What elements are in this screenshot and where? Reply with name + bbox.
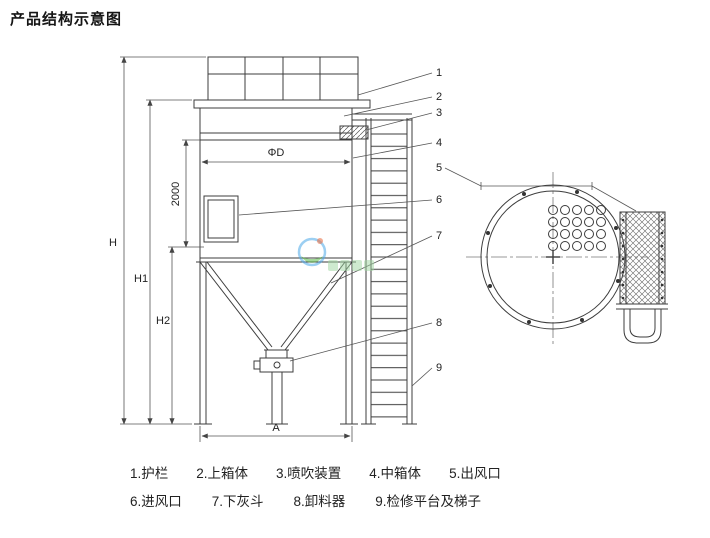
middle-box bbox=[199, 107, 353, 259]
dimension-labels: H H1 H2 2000 ΦD A bbox=[109, 147, 284, 434]
callout-4: 4 bbox=[436, 137, 442, 149]
callout-numbers: 1 2 3 4 5 6 7 8 9 bbox=[436, 67, 442, 374]
support-legs bbox=[194, 258, 358, 425]
callout-9: 9 bbox=[436, 362, 442, 374]
discharge-valve bbox=[253, 349, 294, 425]
callout-5: 5 bbox=[436, 162, 442, 174]
legend-item: 7.下灰斗 bbox=[211, 494, 264, 509]
callout-leaders bbox=[238, 72, 637, 387]
legend-row-1: 1.护栏 2.上箱体 3.喷吹装置 4.中箱体 5.出风口 bbox=[130, 462, 710, 482]
legend-item: 2.上箱体 bbox=[196, 466, 249, 481]
callout-1: 1 bbox=[436, 67, 442, 79]
ladder bbox=[352, 113, 417, 425]
legend-item: 5.出风口 bbox=[449, 466, 501, 481]
dim-label-h1: H1 bbox=[134, 273, 148, 285]
dimension-lines bbox=[120, 56, 353, 442]
watermark-dot bbox=[317, 238, 323, 244]
top-view bbox=[466, 172, 668, 346]
front-view bbox=[193, 56, 417, 425]
watermark-logo bbox=[297, 237, 374, 271]
callout-3: 3 bbox=[436, 107, 442, 119]
legend-item: 9.检修平台及梯子 bbox=[375, 494, 482, 509]
legend-item: 8.卸料器 bbox=[293, 494, 346, 509]
dim-label-2000: 2000 bbox=[170, 182, 182, 206]
center-cross bbox=[546, 250, 560, 264]
watermark-swoosh bbox=[301, 256, 323, 263]
callout-6: 6 bbox=[436, 194, 442, 206]
callout-2: 2 bbox=[436, 91, 442, 103]
hopper bbox=[196, 261, 356, 351]
callout-8: 8 bbox=[436, 317, 442, 329]
legend-item: 4.中箱体 bbox=[369, 466, 422, 481]
outlet-duct bbox=[616, 211, 668, 344]
flange-bolts bbox=[486, 190, 620, 324]
pulse-blow-device bbox=[339, 125, 369, 140]
legend-item: 1.护栏 bbox=[130, 466, 169, 481]
legend-item: 3.喷吹装置 bbox=[276, 466, 342, 481]
dim-label-a: A bbox=[272, 422, 280, 434]
dim-label-phid: ΦD bbox=[268, 147, 285, 159]
dim-label-h: H bbox=[109, 237, 117, 249]
legend: 1.护栏 2.上箱体 3.喷吹装置 4.中箱体 5.出风口 6.进风口 7.下灰… bbox=[0, 456, 710, 510]
callout-7: 7 bbox=[436, 230, 442, 242]
top-railing bbox=[207, 56, 359, 101]
tube-sheet-holes bbox=[548, 205, 606, 251]
page-title: 产品结构示意图 bbox=[10, 11, 123, 28]
inlet-door bbox=[203, 195, 239, 243]
legend-item: 6.进风口 bbox=[130, 494, 182, 509]
dim-label-h2: H2 bbox=[156, 315, 170, 327]
legend-row-2: 6.进风口 7.下灰斗 8.卸料器 9.检修平台及梯子 bbox=[130, 490, 710, 510]
watermark-text bbox=[328, 260, 374, 271]
watermark-ring bbox=[297, 237, 327, 267]
